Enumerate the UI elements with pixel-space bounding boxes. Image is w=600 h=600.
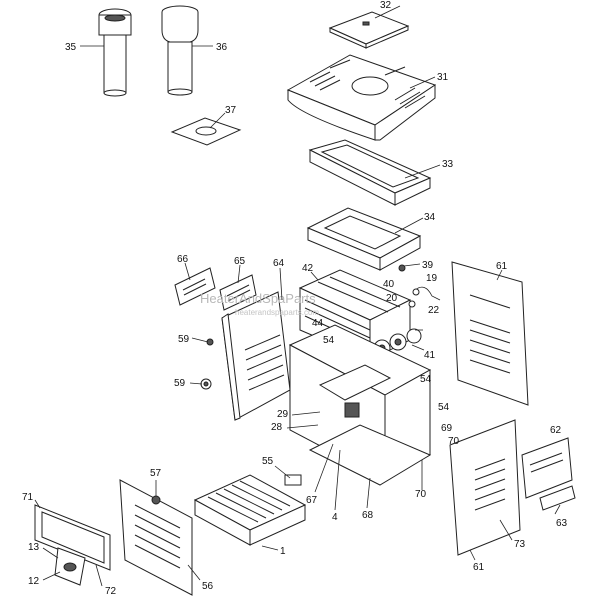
callout-12: 12 (28, 576, 40, 587)
callout-41: 41 (424, 350, 436, 361)
callout-33: 33 (442, 159, 454, 170)
callout-32: 32 (380, 0, 392, 11)
access-panel-66 (174, 267, 216, 306)
leader-lines (34, 5, 561, 587)
vent-cap-36 (161, 5, 199, 96)
callout-36: 36 (216, 42, 228, 53)
callout-70-lower: 70 (415, 489, 427, 500)
right-side-panel-61 (451, 261, 529, 406)
callout-31: 31 (437, 72, 449, 83)
control-module-13 (54, 547, 86, 586)
gasket-plate-37 (170, 117, 242, 146)
gas-valve-55 (284, 474, 302, 486)
callout-29: 29 (277, 409, 289, 420)
callout-59-upper: 59 (178, 334, 190, 345)
callout-labels: 32 35 36 31 37 33 34 39 19 66 65 64 42 4… (22, 0, 568, 597)
callout-54-lower: 54 (438, 402, 450, 413)
callout-63: 63 (556, 518, 568, 529)
callout-35: 35 (65, 42, 77, 53)
control-bezel-71 (34, 504, 111, 571)
callout-70-upper: 70 (448, 436, 460, 447)
cabinet-frame-54 (288, 324, 432, 486)
callout-39: 39 (422, 260, 434, 271)
callout-64: 64 (273, 258, 285, 269)
callout-54-mid: 54 (420, 374, 432, 385)
bracket-63 (539, 485, 576, 511)
top-cover-32 (328, 11, 410, 49)
collector-tray-33 (308, 139, 432, 206)
callout-69: 69 (441, 423, 453, 434)
callout-1: 1 (280, 546, 286, 557)
callout-71: 71 (22, 492, 34, 503)
watermark-sub: heaterandspaparts.com (235, 308, 319, 317)
callout-62: 62 (550, 425, 562, 436)
callout-40: 40 (383, 279, 395, 290)
callout-59-lower: 59 (174, 378, 186, 389)
callout-37: 37 (225, 105, 237, 116)
watermark-main: HeaterAndSpaParts (200, 291, 316, 306)
callout-54-upper: 54 (323, 335, 335, 346)
left-side-panel-64 (200, 291, 291, 421)
vent-cap-35 (98, 8, 132, 97)
callout-73: 73 (514, 539, 526, 550)
lower-right-panel (449, 419, 521, 556)
callout-57: 57 (150, 468, 162, 479)
callout-28: 28 (271, 422, 283, 433)
callout-68: 68 (362, 510, 374, 521)
top-housing-31 (286, 54, 437, 141)
callout-66: 66 (177, 254, 189, 265)
callout-72: 72 (105, 586, 117, 597)
access-panel-65 (219, 274, 257, 311)
front-door-panel-56 (119, 479, 193, 596)
callout-61-lower: 61 (473, 562, 485, 573)
flue-collector-34 (306, 207, 422, 271)
callout-19: 19 (426, 273, 438, 284)
callout-42: 42 (302, 263, 314, 274)
callout-22: 22 (428, 305, 440, 316)
callout-44: 44 (312, 318, 324, 329)
callout-13: 13 (28, 542, 40, 553)
callout-56: 56 (202, 581, 214, 592)
callout-34: 34 (424, 212, 436, 223)
callout-55: 55 (262, 456, 274, 467)
jacket-panel-62 (521, 437, 573, 499)
sensor-parts-39-40-20-19 (398, 264, 441, 308)
callout-61-upper: 61 (496, 261, 508, 272)
callout-67: 67 (306, 495, 318, 506)
burner-tray-1 (193, 474, 307, 546)
callout-4: 4 (332, 512, 338, 523)
callout-20: 20 (386, 293, 398, 304)
callout-65: 65 (234, 256, 246, 267)
